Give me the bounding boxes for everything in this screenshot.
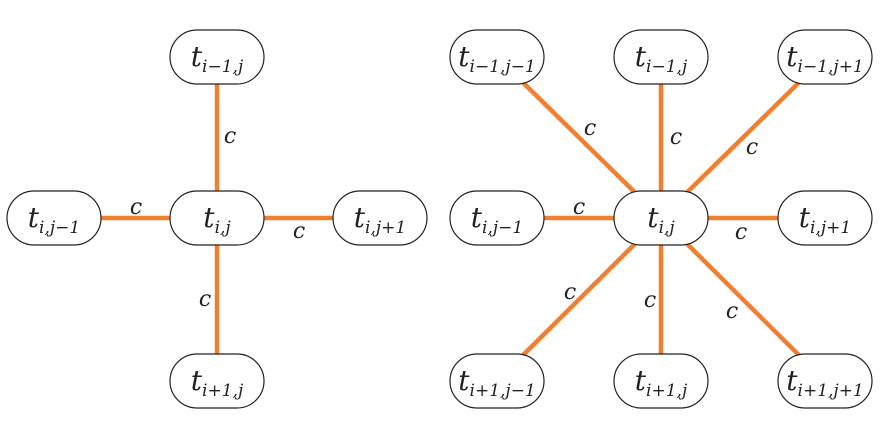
node-8-neighborhood-SE-subscript: i+1,j+1	[798, 381, 864, 401]
node-4-neighborhood-center-subscript: i,j	[215, 218, 232, 238]
node-4-neighborhood-W-label: ti,j−1	[28, 201, 80, 238]
node-4-neighborhood-E-subscript: i,j+1	[365, 218, 406, 238]
node-8-neighborhood-W-shape	[449, 190, 545, 246]
edge-labels-layer: c c c c c c c c c c c c	[130, 116, 758, 324]
node-8-neighborhood-W-subscript: i,j−1	[482, 218, 523, 238]
node-8-neighborhood-E-label: ti,j+1	[799, 201, 851, 238]
edge-label-4-neighborhood-E: c	[293, 219, 305, 244]
node-4-neighborhood-W-shape	[6, 190, 102, 246]
node-8-neighborhood-E: ti,j+1	[777, 190, 873, 246]
node-4-neighborhood-S: ti+1,j	[169, 353, 265, 409]
node-8-neighborhood-NW: ti−1,j−1	[449, 29, 545, 85]
node-4-neighborhood-N-shape	[169, 29, 265, 85]
node-4-neighborhood-W: ti,j−1	[6, 190, 102, 246]
edge-label-4-neighborhood-S: c	[199, 287, 211, 312]
node-8-neighborhood-SE-base: t	[786, 364, 798, 397]
node-8-neighborhood-S-subscript: i+1,j	[646, 381, 688, 401]
node-8-neighborhood-SE-label: ti+1,j+1	[786, 364, 864, 401]
node-8-neighborhood-S: ti+1,j	[613, 353, 709, 409]
node-4-neighborhood-W-subscript: i,j−1	[39, 218, 80, 238]
node-4-neighborhood-N: ti−1,j	[169, 29, 265, 85]
edge-label-8-neighborhood-NW: c	[584, 116, 596, 141]
node-8-neighborhood-E-subscript: i,j+1	[810, 218, 851, 238]
node-8-neighborhood-E-shape	[777, 190, 873, 246]
node-8-neighborhood-NW-label: ti−1,j−1	[458, 40, 536, 77]
edge-label-8-neighborhood-N: c	[670, 125, 682, 150]
node-8-neighborhood-E-base: t	[799, 201, 811, 234]
node-4-neighborhood-E-base: t	[354, 201, 366, 234]
node-8-neighborhood-W: ti,j−1	[449, 190, 545, 246]
edge-8-neighborhood-SE	[685, 242, 801, 357]
node-8-neighborhood-center-base: t	[647, 201, 659, 234]
node-8-neighborhood-S-label: ti+1,j	[635, 364, 688, 401]
node-4-neighborhood-E-label: ti,j+1	[354, 201, 406, 238]
node-8-neighborhood-SW: ti+1,j−1	[449, 353, 545, 409]
node-8-neighborhood-NE-label: ti−1,j+1	[786, 40, 864, 77]
node-8-neighborhood-NE-shape	[777, 29, 873, 85]
node-8-neighborhood-N: ti−1,j	[613, 29, 709, 85]
node-4-neighborhood-S-label: ti+1,j	[191, 364, 244, 401]
node-8-neighborhood-SW-base: t	[458, 364, 470, 397]
node-4-neighborhood-center-label: ti,j	[203, 201, 231, 238]
edge-label-8-neighborhood-NE: c	[746, 135, 758, 160]
node-4-neighborhood-S-subscript: i+1,j	[202, 381, 244, 401]
node-8-neighborhood-W-base: t	[471, 201, 483, 234]
node-8-neighborhood-NE: ti−1,j+1	[777, 29, 873, 85]
node-8-neighborhood-center-shape	[613, 190, 709, 246]
node-4-neighborhood-S-base: t	[191, 364, 203, 397]
node-8-neighborhood-N-base: t	[635, 40, 647, 73]
node-4-neighborhood-center: ti,j	[169, 190, 265, 246]
node-4-neighborhood-S-shape	[169, 353, 265, 409]
edge-8-neighborhood-SW	[521, 242, 637, 357]
node-8-neighborhood-center-subscript: i,j	[659, 218, 676, 238]
node-8-neighborhood-NE-subscript: i−1,j+1	[798, 57, 864, 77]
node-8-neighborhood-NW-shape	[449, 29, 545, 85]
node-8-neighborhood-SE: ti+1,j+1	[777, 353, 873, 409]
node-8-neighborhood-N-label: ti−1,j	[635, 40, 688, 77]
edge-8-neighborhood-NW	[521, 81, 637, 194]
edge-label-8-neighborhood-S: c	[644, 288, 656, 313]
node-8-neighborhood-SW-label: ti+1,j−1	[458, 364, 536, 401]
node-8-neighborhood-NW-base: t	[458, 40, 470, 73]
edge-label-8-neighborhood-SE: c	[726, 299, 738, 324]
edge-label-4-neighborhood-W: c	[130, 195, 142, 220]
node-8-neighborhood-NW-subscript: i−1,j−1	[470, 57, 536, 77]
node-8-neighborhood-center-label: ti,j	[647, 201, 675, 238]
edge-label-8-neighborhood-E: c	[735, 220, 747, 245]
node-8-neighborhood-S-base: t	[635, 364, 647, 397]
node-4-neighborhood-N-base: t	[191, 40, 203, 73]
edge-label-4-neighborhood-N: c	[224, 124, 236, 149]
edge-8-neighborhood-NE	[685, 81, 801, 194]
edge-label-8-neighborhood-SW: c	[564, 280, 576, 305]
node-8-neighborhood-W-label: ti,j−1	[471, 201, 523, 238]
node-8-neighborhood-NE-base: t	[786, 40, 798, 73]
node-8-neighborhood-SE-shape	[777, 353, 873, 409]
node-8-neighborhood-S-shape	[613, 353, 709, 409]
node-4-neighborhood-N-subscript: i−1,j	[202, 57, 244, 77]
edge-label-8-neighborhood-W: c	[573, 195, 585, 220]
node-8-neighborhood-SW-shape	[449, 353, 545, 409]
node-4-neighborhood-E-shape	[332, 190, 428, 246]
node-4-neighborhood-center-shape	[169, 190, 265, 246]
node-8-neighborhood-center: ti,j	[613, 190, 709, 246]
node-4-neighborhood-E: ti,j+1	[332, 190, 428, 246]
node-8-neighborhood-N-subscript: i−1,j	[646, 57, 688, 77]
node-4-neighborhood-center-base: t	[203, 201, 215, 234]
node-4-neighborhood-N-label: ti−1,j	[191, 40, 244, 77]
edges-layer	[97, 81, 801, 357]
node-8-neighborhood-SW-subscript: i+1,j−1	[470, 381, 536, 401]
node-8-neighborhood-N-shape	[613, 29, 709, 85]
node-4-neighborhood-W-base: t	[28, 201, 40, 234]
